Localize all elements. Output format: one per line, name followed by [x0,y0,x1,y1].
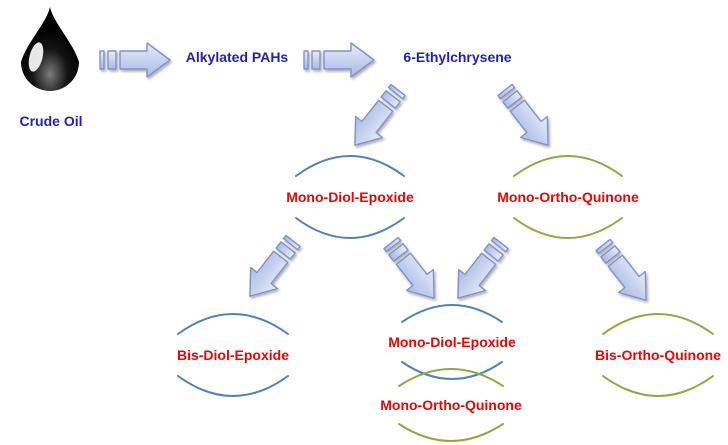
arc-bottom-bis-ortho [602,375,714,397]
arc-bottom-mono-diol-mid [295,217,405,239]
label-mono-diol-epoxide-bottom: Mono-Diol-Epoxide [388,334,516,350]
arc-bottom-mono-diol-bottom [401,361,503,380]
oil-drop-shape [21,7,79,91]
label-mono-ortho-quinone-mid: Mono-Ortho-Quinone [497,189,639,205]
arc-bottom-mono-ortho-mid [513,217,623,239]
arc-top-mono-ortho-bottom [398,368,504,387]
arrow-ethylchrysene-to-monodiol [340,78,413,157]
label-mono-ortho-quinone-bottom: Mono-Ortho-Quinone [380,397,522,413]
label-6-ethylchrysene: 6-Ethylchrysene [403,49,512,65]
arrow-ethylchrysene-to-monoortho [490,78,563,157]
arc-bottom-bis-diol [177,375,289,397]
label-crude-oil: Crude Oil [19,113,83,129]
label-bis-diol-epoxide: Bis-Diol-Epoxide [176,347,289,363]
arc-bottom-mono-ortho-bottom [398,423,504,442]
oil-drop-highlight [28,42,44,72]
arc-top-bis-diol [177,313,289,335]
arrow-monoortho-to-bisortho [588,233,661,312]
arrow-alkylated-to-ethylchrysene [303,42,375,78]
arc-top-bis-ortho [602,313,714,335]
arc-top-mono-ortho-mid [513,155,623,177]
arc-top-mono-diol-bottom [401,304,503,323]
label-mono-diol-epoxide-mid: Mono-Diol-Epoxide [286,189,414,205]
arrow-monodiol-to-bisdiol [235,229,308,308]
arcs-layer [177,155,714,442]
oil-drop-icon [21,7,79,91]
label-alkylated-pahs: Alkylated PAHs [185,49,289,65]
arrow-monoortho-to-center [443,231,516,310]
arc-top-mono-diol-mid [295,155,405,177]
label-bis-ortho-quinone: Bis-Ortho-Quinone [595,347,721,363]
arrow-crude-to-alkylated [99,42,171,78]
arrow-monodiol-to-center [376,231,449,310]
arrows-layer [99,42,661,312]
